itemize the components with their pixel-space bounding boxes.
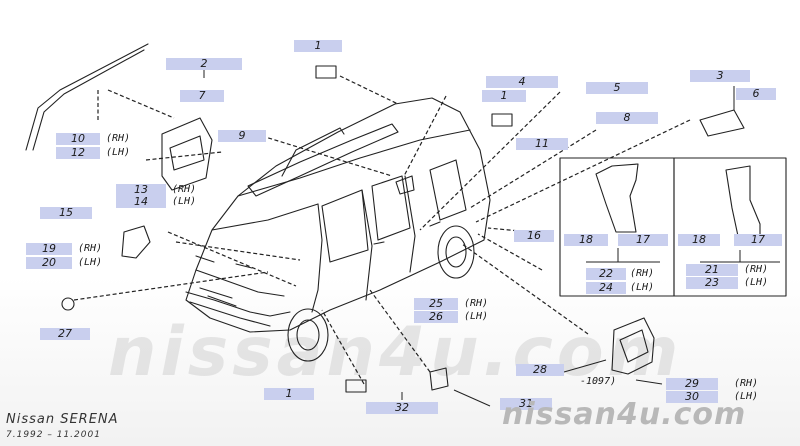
part-label-5[interactable]: 5	[586, 82, 648, 94]
part-label-18-lh[interactable]: 18	[678, 234, 720, 246]
part-label-12[interactable]: 12	[56, 147, 100, 159]
part-label-9[interactable]: 9	[218, 130, 266, 142]
roof-molding-part	[25, 43, 149, 151]
part-label-24[interactable]: 24	[586, 282, 626, 294]
protector-part-28	[611, 317, 655, 375]
part-label-23[interactable]: 23	[686, 277, 738, 289]
part-20-side-lh: (LH)	[78, 257, 103, 268]
plate-part-1-top	[315, 65, 337, 79]
part-label-30[interactable]: 30	[666, 391, 718, 403]
part-23-side-lh: (LH)	[744, 277, 769, 288]
part-label-2[interactable]: 2	[166, 58, 242, 70]
label-ticks	[203, 64, 780, 407]
part-19-side-rh: (RH)	[78, 243, 103, 254]
part-label-21[interactable]: 21	[686, 264, 738, 276]
inset-box-lh	[673, 157, 787, 297]
part-22-side-rh: (RH)	[630, 268, 655, 279]
part-label-27[interactable]: 27	[40, 328, 90, 340]
part-label-8[interactable]: 8	[596, 112, 658, 124]
watermark-small: nissan4u.com	[502, 397, 747, 432]
emblem-part-9	[161, 117, 213, 191]
part-label-17-lh[interactable]: 17	[734, 234, 782, 246]
part-label-13[interactable]: 13	[116, 184, 166, 196]
part-14-side-lh: (LH)	[172, 196, 197, 207]
part-label-4[interactable]: 4	[486, 76, 558, 88]
part-28-note: -1097)	[580, 376, 617, 387]
model-title: Nissan SERENA	[6, 412, 119, 427]
bracket-part-19	[121, 225, 151, 259]
part-label-10[interactable]: 10	[56, 133, 100, 145]
part-24-side-lh: (LH)	[630, 282, 655, 293]
part-label-22[interactable]: 22	[586, 268, 626, 280]
mudflap-lh	[725, 165, 761, 237]
part-label-7[interactable]: 7	[180, 90, 224, 102]
part-label-25[interactable]: 25	[414, 298, 458, 310]
part-label-18-rh[interactable]: 18	[564, 234, 608, 246]
plate-part-1-mid	[491, 113, 513, 127]
model-date-range: 7.1992 – 11.2001	[6, 430, 101, 440]
bracket-part-3	[699, 109, 745, 137]
part-21-side-rh: (RH)	[744, 264, 769, 275]
leader-lines	[73, 75, 691, 385]
part-label-32[interactable]: 32	[366, 402, 438, 414]
watermark-large: nissan4u.com	[108, 313, 683, 392]
part-26-side-lh: (LH)	[464, 311, 489, 322]
plate-part-1-bot	[345, 379, 367, 393]
part-10-side-rh: (RH)	[106, 133, 131, 144]
part-label-6[interactable]: 6	[736, 88, 776, 100]
part-label-20[interactable]: 20	[26, 257, 72, 269]
part-label-14[interactable]: 14	[116, 196, 166, 208]
part-29-side-rh: (RH)	[734, 378, 759, 389]
part-30-side-lh: (LH)	[734, 391, 759, 402]
grommet-part-27	[61, 297, 75, 311]
part-label-19[interactable]: 19	[26, 243, 72, 255]
part-label-1-top[interactable]: 1	[294, 40, 342, 52]
part-label-17-rh[interactable]: 17	[618, 234, 668, 246]
mudflap-rh	[595, 163, 639, 233]
cap-part-32	[429, 367, 449, 391]
part-label-16[interactable]: 16	[514, 230, 554, 242]
part-label-1-mid[interactable]: 1	[482, 90, 526, 102]
van-body	[185, 97, 491, 362]
part-label-26[interactable]: 26	[414, 311, 458, 323]
part-label-31[interactable]: 31	[500, 398, 552, 410]
part-label-1-bottom[interactable]: 1	[264, 388, 314, 400]
part-label-29[interactable]: 29	[666, 378, 718, 390]
part-25-side-rh: (RH)	[464, 298, 489, 309]
part-12-side-lh: (LH)	[106, 147, 131, 158]
part-label-28[interactable]: 28	[516, 364, 564, 376]
part-label-3[interactable]: 3	[690, 70, 750, 82]
part-13-side-rh: (RH)	[172, 184, 197, 195]
part-label-11[interactable]: 11	[516, 138, 568, 150]
part-label-15[interactable]: 15	[40, 207, 92, 219]
